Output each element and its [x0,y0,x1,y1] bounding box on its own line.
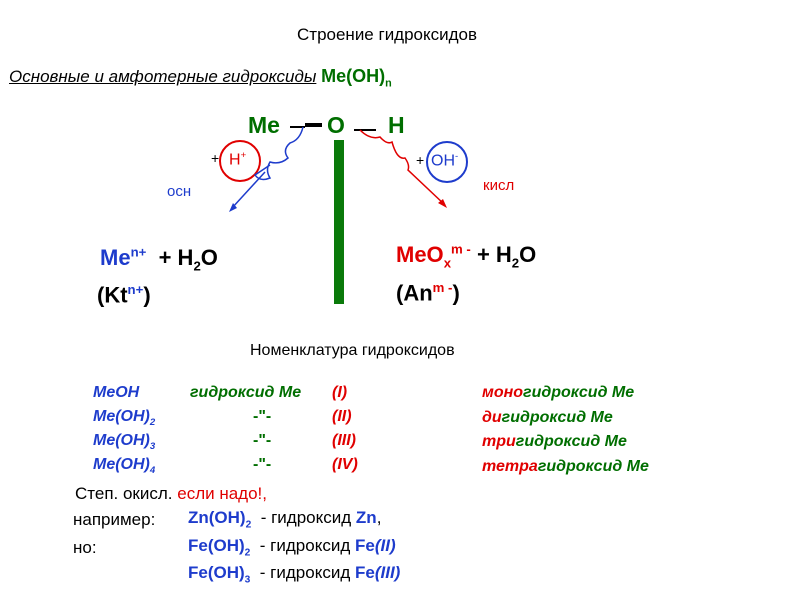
prefix-item: тригидроксид Me [482,433,627,450]
example-row: Fe(OH)3 - гидроксид Fe(III) [188,563,401,586]
acid-arrow [359,129,446,206]
example-row: Fe(OH)2 - гидроксид Fe(II) [188,536,396,559]
prefix-list: моногидроксид Me дигидроксид Me тригидро… [482,381,649,479]
table-ox: (IV) [332,456,358,473]
acid-label: кисл [483,177,515,194]
nomenclature-title: Номенклатура гидроксидов [250,342,455,359]
plus-sign: + [416,152,425,168]
table-formula: Me(OH)2 [93,408,156,429]
prefix-item: моногидроксид Me [482,384,635,401]
oh-ion-circle [426,141,468,183]
plus-sign: + [211,150,220,166]
table-name: -"- [253,408,272,425]
table-ox: (II) [332,408,352,425]
example-label: но: [73,538,97,557]
table-formula: Me(OH)3 [93,432,156,453]
me-atom: Me [248,112,280,138]
table-ox: (III) [332,432,356,449]
table-name: -"- [253,432,272,449]
base-arrow [231,171,266,209]
h-atom: H [388,112,405,138]
h-ion-circle [219,140,261,182]
right-products: MeOxm - + H2O [396,242,537,271]
subtitle: Основные и амфотерные гидроксиды Me(OH)n [9,66,392,90]
kt-label: (Ktn+) [97,282,151,308]
dividing-bar [334,140,344,304]
table-name: гидроксид Me [190,384,302,401]
table-ox: (I) [332,384,348,401]
table-formula: MeOH [93,384,140,401]
table-formula: Me(OH)4 [93,456,156,477]
table-name: -"- [253,456,272,473]
oxidation-note: Степ. окисл. если надо!, [75,484,268,503]
h-ion: H+ [229,150,247,169]
prefix-item: дигидроксид Me [482,408,613,426]
prefix-item: тетрагидроксид Me [482,457,649,475]
base-label: осн [167,183,192,200]
subtitle-formula: Me(OH)n [321,66,392,90]
example-row: Zn(OH)2 - гидроксид Zn, [188,508,382,531]
subtitle-text: Основные и амфотерные гидроксиды [9,67,317,86]
slide-title: Строение гидроксидов [297,25,478,44]
oh-ion: OH- [431,151,459,170]
o-atom: O [327,112,345,138]
an-label: (Anm -) [396,280,460,306]
example-label: например: [73,510,156,529]
left-products: Men+ + H2O [100,245,218,274]
